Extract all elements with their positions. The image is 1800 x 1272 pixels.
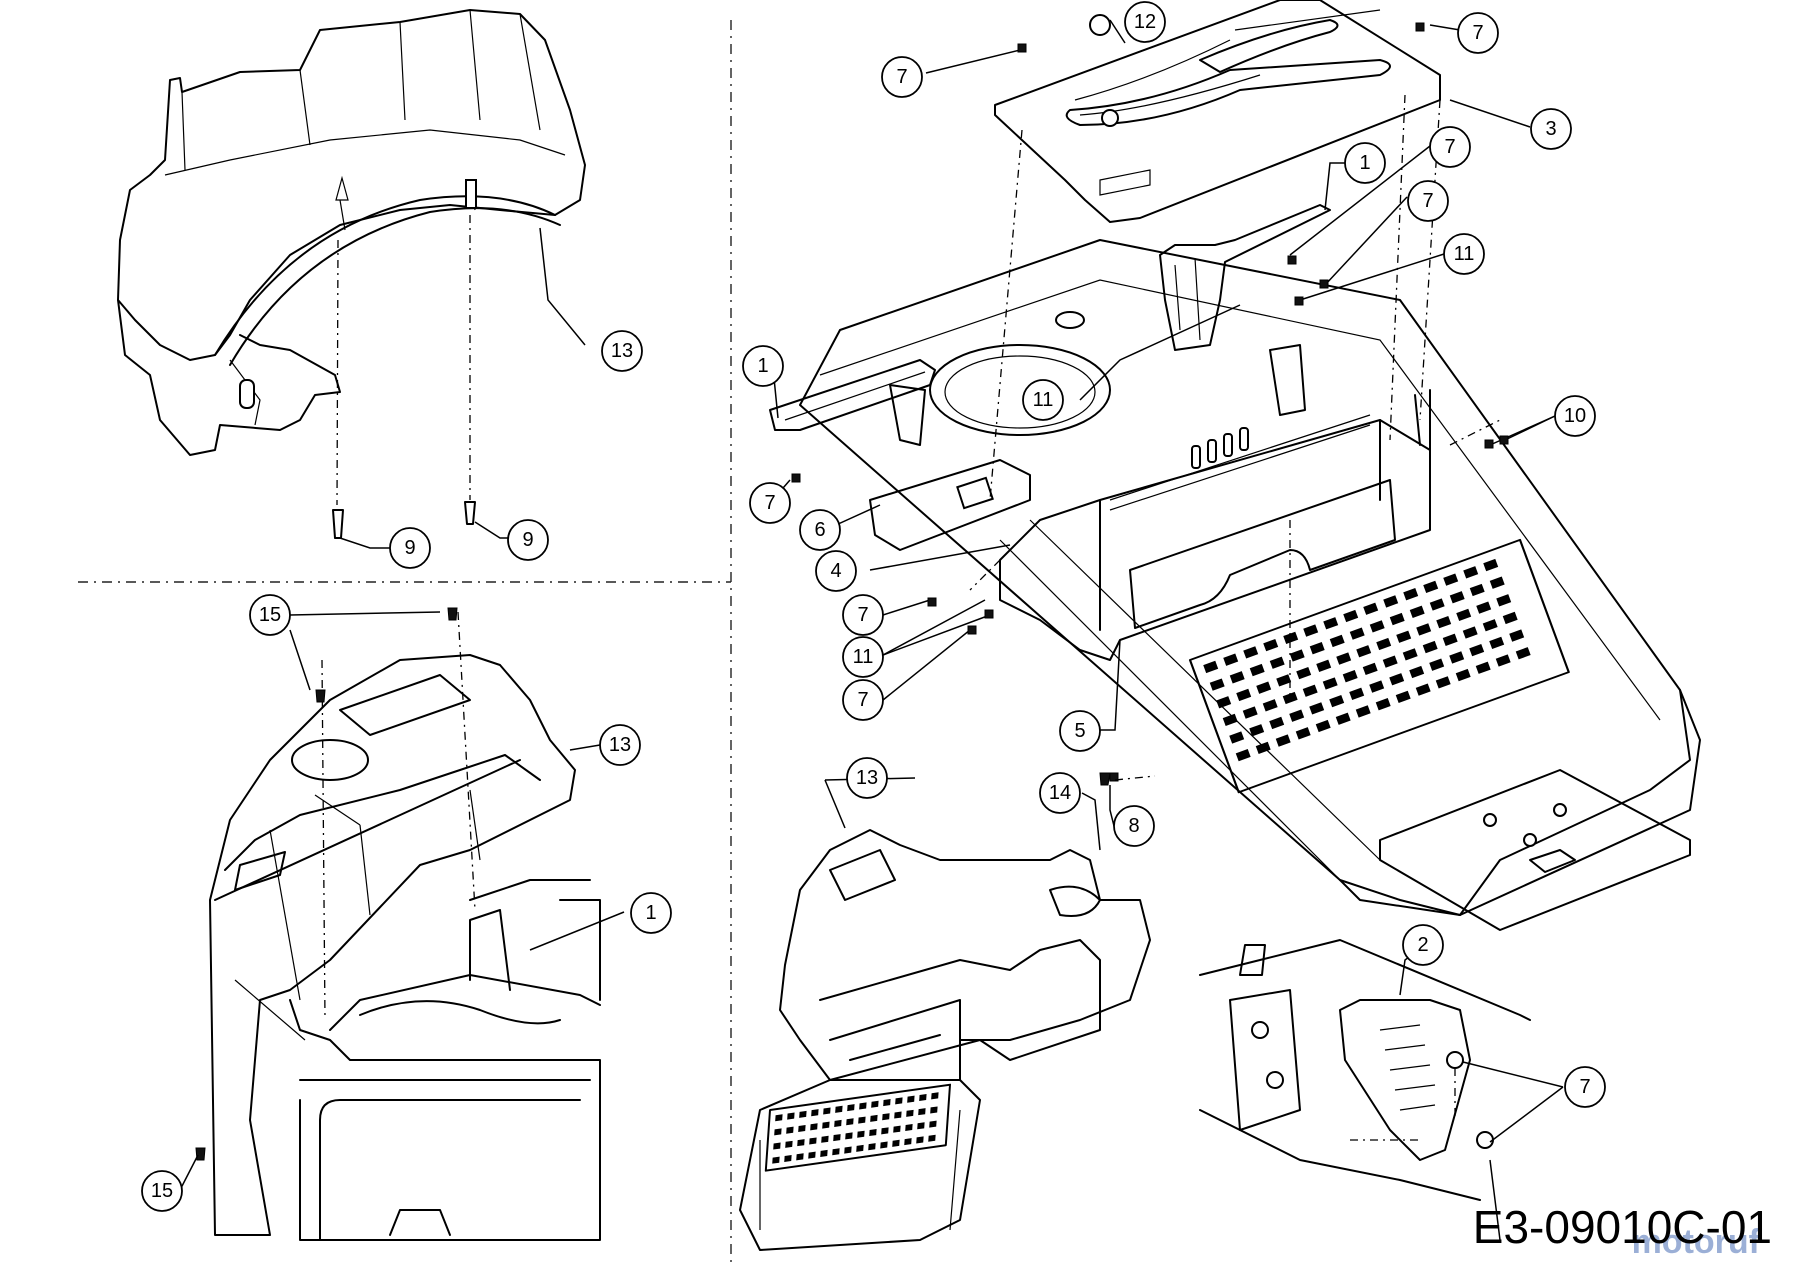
callout-7: 7	[749, 482, 791, 524]
svg-text:11: 11	[1454, 243, 1475, 265]
callout-11: 11	[842, 636, 884, 678]
svg-text:4: 4	[830, 560, 841, 582]
svg-text:14: 14	[1049, 782, 1071, 804]
floor-grid	[1188, 538, 1570, 794]
callout-7: 7	[842, 594, 884, 636]
svg-text:15: 15	[259, 604, 281, 626]
callout-7: 7	[1457, 12, 1499, 54]
svg-text:6: 6	[814, 519, 825, 541]
callout-7: 7	[1564, 1066, 1606, 1108]
svg-text:7: 7	[1472, 22, 1483, 44]
svg-text:2: 2	[1417, 934, 1428, 956]
svg-text:7: 7	[764, 492, 775, 514]
view-dividers	[78, 20, 732, 1262]
drawing-code: E3-09010C-01	[1472, 1201, 1772, 1253]
callout-15: 15	[249, 594, 291, 636]
callout-15: 15	[141, 1170, 183, 1212]
svg-text:11: 11	[853, 646, 874, 668]
svg-text:3: 3	[1545, 118, 1556, 140]
svg-text:9: 9	[522, 529, 533, 551]
svg-text:1: 1	[645, 902, 656, 924]
svg-text:12: 12	[1134, 11, 1156, 33]
callout-11: 11	[1022, 379, 1064, 421]
callout-13: 13	[599, 724, 641, 766]
callout-13: 13	[846, 757, 888, 799]
svg-text:1: 1	[1359, 152, 1370, 174]
svg-text:11: 11	[1033, 389, 1054, 411]
svg-text:7: 7	[1444, 136, 1455, 158]
svg-text:13: 13	[611, 340, 633, 362]
svg-text:13: 13	[856, 767, 878, 789]
callout-13: 13	[601, 330, 643, 372]
callout-7: 7	[1429, 126, 1471, 168]
callout-1: 1	[742, 345, 784, 387]
svg-text:1: 1	[757, 355, 768, 377]
svg-text:5: 5	[1074, 720, 1085, 742]
callout-9: 9	[507, 519, 549, 561]
view-rear-fender	[117, 9, 586, 456]
view-fender-assembly	[179, 607, 625, 1241]
svg-text:7: 7	[857, 604, 868, 626]
callout-9: 9	[389, 527, 431, 569]
callout-1: 1	[630, 892, 672, 934]
svg-text:9: 9	[404, 537, 415, 559]
battery-slots	[1191, 427, 1249, 469]
callout-11: 11	[1443, 233, 1485, 275]
svg-text:7: 7	[857, 689, 868, 711]
view-detail-bracket	[1199, 939, 1564, 1241]
callout-2: 2	[1402, 924, 1444, 966]
callout-3: 3	[1530, 108, 1572, 150]
svg-text:7: 7	[1422, 190, 1433, 212]
callout-6: 6	[799, 509, 841, 551]
view-a-fasteners	[332, 215, 586, 549]
callout-14: 14	[1039, 772, 1081, 814]
svg-text:7: 7	[1579, 1076, 1590, 1098]
svg-text:8: 8	[1128, 815, 1139, 837]
small-floor-grid	[764, 1083, 952, 1172]
callout-7: 7	[881, 56, 923, 98]
callout-7: 7	[1407, 180, 1449, 222]
callout-1: 1	[1344, 142, 1386, 184]
view-assembled-small	[739, 772, 1156, 1251]
svg-text:15: 15	[151, 1180, 173, 1202]
watermark-logo: motoruf	[1631, 1223, 1760, 1261]
main-fasteners	[791, 22, 1509, 782]
callout-4: 4	[815, 550, 857, 592]
svg-text:13: 13	[609, 734, 631, 756]
callout-5: 5	[1059, 710, 1101, 752]
view-chassis	[769, 0, 1701, 931]
callout-12: 12	[1124, 1, 1166, 43]
svg-text:10: 10	[1564, 405, 1586, 427]
svg-text:7: 7	[896, 66, 907, 88]
callout-8: 8	[1113, 805, 1155, 847]
callout-10: 10	[1554, 395, 1596, 437]
callout-7: 7	[842, 679, 884, 721]
